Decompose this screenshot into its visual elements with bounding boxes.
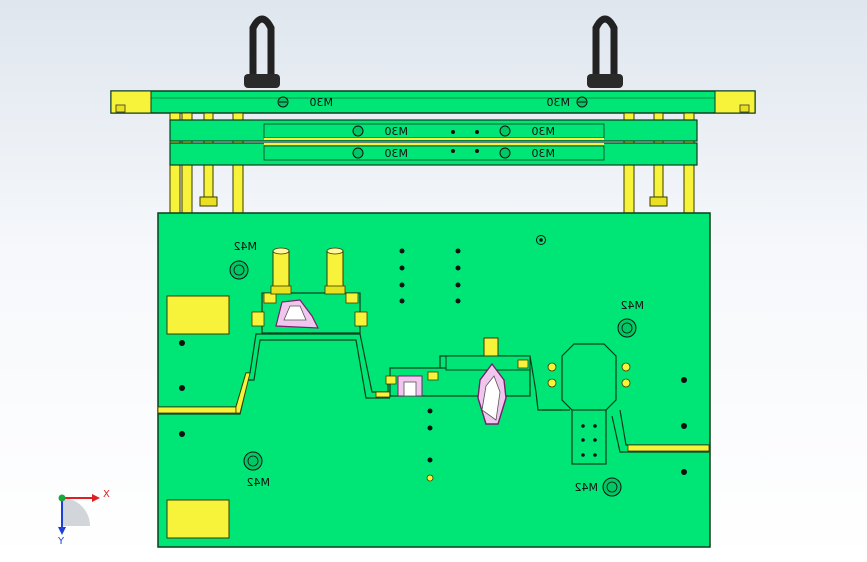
screw-head-icon <box>602 477 622 497</box>
m30-screw-row2-left: M30 <box>352 147 409 160</box>
m30-screw-row2-right: M30 <box>499 147 556 160</box>
m30-label: M30 <box>310 96 334 109</box>
eye-bolt-icon <box>244 74 280 88</box>
forming-station-right[interactable] <box>547 343 631 465</box>
triad-axis-icon: X Y <box>57 489 110 547</box>
plate-holes <box>451 130 479 153</box>
m30-screw-row1-left: M30 <box>352 125 409 138</box>
guide-pillar-icon <box>326 250 344 288</box>
m42-label: M42 <box>621 299 645 312</box>
yellow-strips <box>157 372 710 452</box>
screw-head-icon <box>499 125 511 137</box>
m42-screw-right: M42 <box>617 299 645 338</box>
stripper-plate-1[interactable] <box>169 119 698 142</box>
m30-label: M30 <box>385 125 409 138</box>
m42-label: M42 <box>575 481 599 494</box>
m30-label: M30 <box>385 147 409 160</box>
screw-head-icon <box>352 147 364 159</box>
axis-y-label: Y <box>57 536 65 547</box>
m42-label: M42 <box>234 240 258 253</box>
punch-station-center[interactable] <box>385 337 531 425</box>
m30-screw-top-left: M30 <box>277 96 334 109</box>
stripper-plate-2[interactable] <box>169 142 698 166</box>
top-clamp-plate[interactable] <box>110 90 756 114</box>
m42-screw-upper-left: M42 <box>229 240 258 280</box>
m42-screw-lower-right: M42 <box>575 477 622 497</box>
guide-pillar-icon <box>272 250 290 288</box>
eye-bolt-left <box>244 15 280 88</box>
punch-station-left[interactable] <box>251 247 368 334</box>
screw-head-icon <box>229 260 249 280</box>
axis-x-label: X <box>103 489 110 500</box>
eye-bolt-icon <box>587 74 623 88</box>
pilot-hole-yellow <box>426 474 434 482</box>
m42-label: M42 <box>247 476 271 489</box>
m42-screw-lower-left: M42 <box>243 451 271 489</box>
screw-head-icon <box>243 451 263 471</box>
yellow-pads <box>166 295 230 539</box>
screw-head-icon <box>499 147 511 159</box>
m30-label: M30 <box>532 147 556 160</box>
eye-bolt-right <box>587 15 623 88</box>
m30-screw-row1-right: M30 <box>499 125 556 138</box>
screw-head-icon <box>352 125 364 137</box>
screw-head-icon <box>617 318 637 338</box>
pilot-holes <box>179 248 687 475</box>
dowel-hole <box>536 235 546 245</box>
m30-label: M30 <box>547 96 571 109</box>
m30-label: M30 <box>532 125 556 138</box>
m30-screw-top-right: M30 <box>547 96 588 109</box>
